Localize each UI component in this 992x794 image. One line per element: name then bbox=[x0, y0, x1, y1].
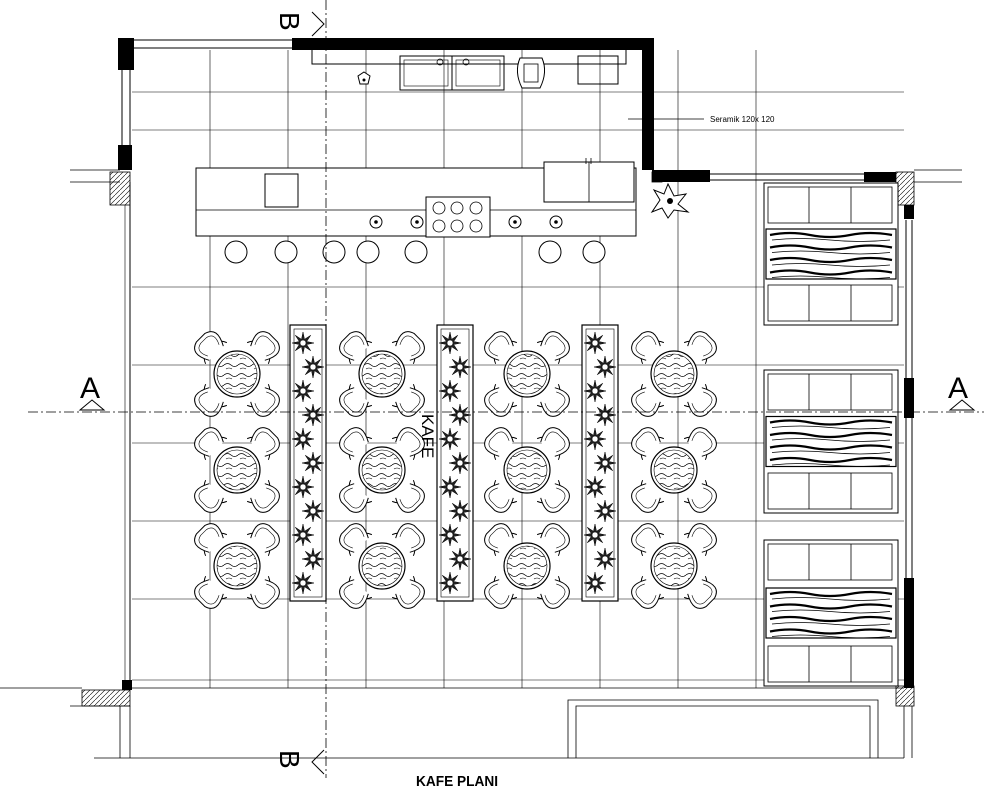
table-set bbox=[194, 331, 280, 417]
chair bbox=[683, 479, 717, 513]
table-set bbox=[484, 523, 570, 609]
planter bbox=[581, 324, 619, 602]
planter bbox=[289, 324, 327, 602]
planters bbox=[289, 324, 619, 602]
table-set bbox=[484, 331, 570, 417]
section-label-a-right: A bbox=[948, 372, 968, 405]
chair bbox=[339, 479, 373, 513]
chair bbox=[631, 331, 665, 365]
chair bbox=[391, 575, 425, 609]
bar-stool bbox=[322, 240, 346, 264]
booth bbox=[763, 369, 899, 514]
chair bbox=[339, 427, 373, 461]
table-set bbox=[339, 427, 425, 513]
booth bbox=[763, 539, 899, 687]
section-label-a-left: A bbox=[80, 372, 100, 405]
bar-stool bbox=[404, 240, 428, 264]
chair bbox=[391, 427, 425, 461]
chair bbox=[194, 575, 228, 609]
chair bbox=[246, 523, 280, 557]
table-set bbox=[339, 523, 425, 609]
chair bbox=[339, 523, 373, 557]
chair bbox=[536, 479, 570, 513]
exterior-walls bbox=[0, 38, 962, 759]
chair bbox=[536, 523, 570, 557]
chair bbox=[683, 523, 717, 557]
section-line-a bbox=[28, 399, 984, 413]
booth bbox=[763, 182, 899, 326]
chair bbox=[484, 427, 518, 461]
chair bbox=[484, 383, 518, 417]
kitchen-back-counter bbox=[311, 50, 627, 91]
chair bbox=[339, 383, 373, 417]
table-set bbox=[194, 523, 280, 609]
chair bbox=[194, 479, 228, 513]
table-sets bbox=[194, 331, 717, 609]
table-set bbox=[194, 427, 280, 513]
bar-counter bbox=[195, 158, 637, 238]
section-line-b bbox=[311, 0, 327, 778]
chair bbox=[246, 479, 280, 513]
material-note: Seramik 120x 120 bbox=[710, 115, 775, 124]
chair bbox=[631, 383, 665, 417]
chair bbox=[246, 331, 280, 365]
chair bbox=[339, 331, 373, 365]
chair bbox=[536, 427, 570, 461]
chair bbox=[391, 479, 425, 513]
chair bbox=[631, 575, 665, 609]
chair bbox=[484, 523, 518, 557]
chair bbox=[484, 331, 518, 365]
chair bbox=[246, 575, 280, 609]
bar-stool bbox=[582, 240, 606, 264]
chair bbox=[683, 575, 717, 609]
chair bbox=[194, 383, 228, 417]
bar-stool bbox=[224, 240, 248, 264]
section-label-b-bottom: B bbox=[274, 750, 305, 769]
chair bbox=[536, 331, 570, 365]
plan-title: KAFE PLANI bbox=[416, 773, 498, 790]
chair bbox=[536, 575, 570, 609]
chair bbox=[631, 479, 665, 513]
planter bbox=[436, 324, 474, 602]
chair bbox=[194, 331, 228, 365]
table-set bbox=[631, 523, 717, 609]
booth-seating bbox=[763, 182, 899, 687]
chair bbox=[631, 523, 665, 557]
bar-stool bbox=[356, 240, 380, 264]
section-label-b-top: B bbox=[274, 12, 305, 31]
corner-plant bbox=[650, 182, 690, 219]
chair bbox=[683, 383, 717, 417]
table-set bbox=[339, 331, 425, 417]
bar-stool bbox=[274, 240, 298, 264]
chair bbox=[683, 427, 717, 461]
chair bbox=[391, 523, 425, 557]
bar-stools bbox=[224, 240, 606, 264]
chair bbox=[339, 575, 373, 609]
table-set bbox=[484, 427, 570, 513]
chair bbox=[484, 479, 518, 513]
chair bbox=[194, 523, 228, 557]
chair bbox=[194, 427, 228, 461]
chair bbox=[484, 575, 518, 609]
room-label: KAFE bbox=[418, 414, 437, 458]
table-set bbox=[631, 331, 717, 417]
chair bbox=[683, 331, 717, 365]
chair bbox=[246, 383, 280, 417]
bar-stool bbox=[538, 240, 562, 264]
chair bbox=[246, 427, 280, 461]
chair bbox=[536, 383, 570, 417]
chair bbox=[391, 331, 425, 365]
chair bbox=[631, 427, 665, 461]
chair bbox=[391, 383, 425, 417]
table-set bbox=[631, 427, 717, 513]
